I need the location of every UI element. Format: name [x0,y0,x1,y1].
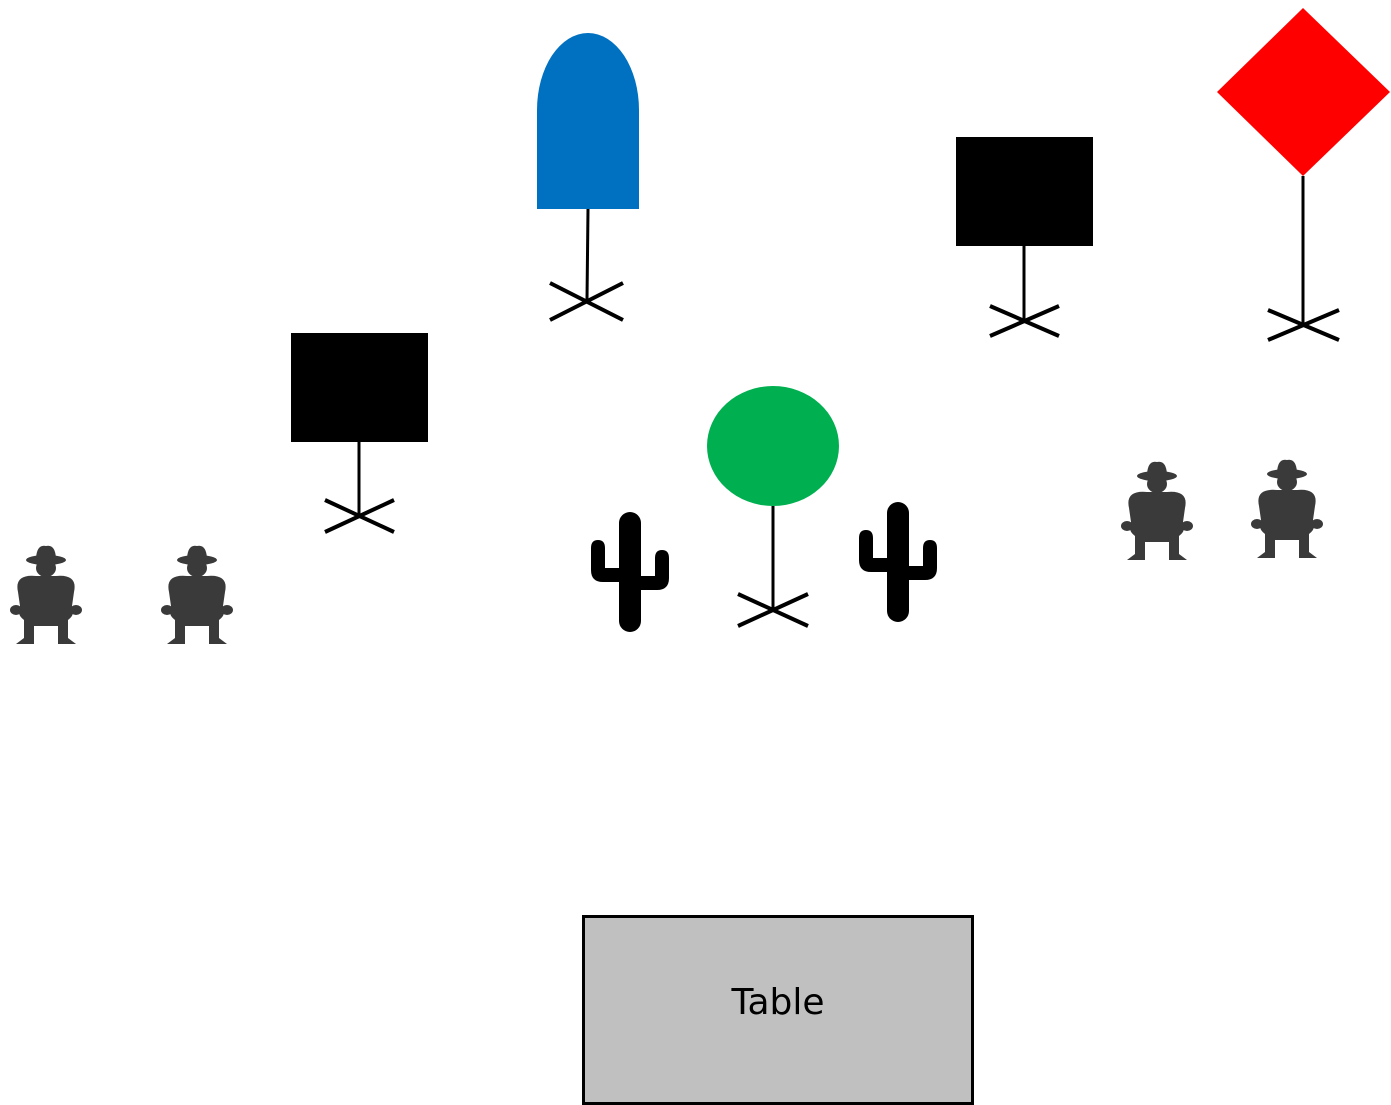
cowboy-icon [1121,461,1193,560]
red-diamond-target [1217,8,1390,342]
cowboy-icon [161,545,233,644]
cactus-icon [591,512,669,632]
table-label: Table [731,982,825,1023]
green-circle-target [707,386,839,628]
cowboy-icon [10,545,82,644]
blue-arch-target [537,33,639,322]
black-square-target-left [291,333,428,534]
cactus-icon [859,502,937,622]
black-square-target-right [956,137,1093,338]
table-box: Table [582,915,974,1105]
cowboy-icon [1251,459,1323,558]
